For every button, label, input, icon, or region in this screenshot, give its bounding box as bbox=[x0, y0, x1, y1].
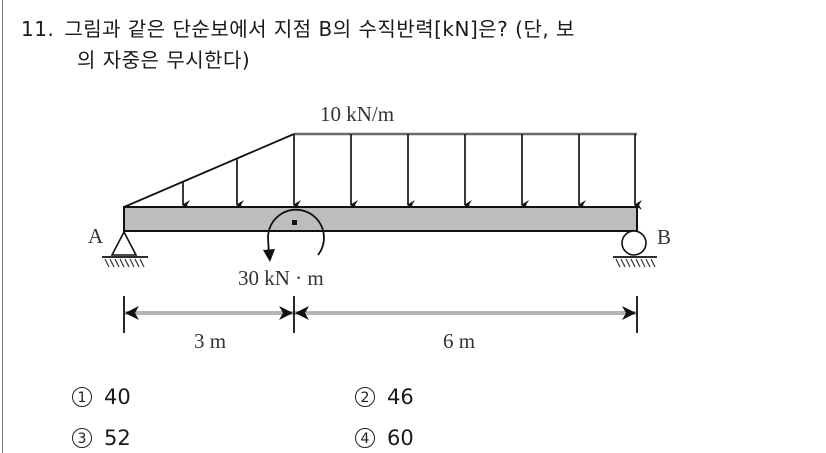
question-number: 11. bbox=[21, 17, 55, 41]
question-stem: 그림과 같은 단순보에서 지점 B의 수직반력[kN]은? (단, 보 bbox=[64, 17, 575, 41]
dimension-line: 3 m 6 m bbox=[123, 296, 638, 353]
choice-value-3: 52 bbox=[104, 426, 131, 450]
roller-support-b: B bbox=[613, 225, 671, 268]
page-left-border bbox=[2, 0, 3, 453]
choice-number-2: 2 bbox=[355, 387, 375, 407]
applied-moment: 30 kN · m bbox=[238, 208, 325, 290]
choice-4[interactable]: 4 60 bbox=[355, 426, 414, 450]
choice-number-1: 1 bbox=[72, 387, 92, 407]
question-text: 11. 그림과 같은 단순보에서 지점 B의 수직반력[kN]은? (단, 보 의… bbox=[21, 14, 575, 76]
pin-support-a: A bbox=[88, 224, 148, 268]
choice-2[interactable]: 2 46 bbox=[355, 385, 414, 409]
support-a-label: A bbox=[88, 224, 104, 248]
moment-label: 30 kN · m bbox=[238, 266, 324, 290]
dimension-left-label: 3 m bbox=[194, 329, 226, 353]
load-intensity-label: 10 kN/m bbox=[320, 102, 394, 126]
question-line-2: 의 자중은 무시한다) bbox=[77, 48, 251, 72]
dimension-right-label: 6 m bbox=[443, 329, 475, 353]
beam bbox=[123, 206, 638, 232]
choice-number-4: 4 bbox=[355, 428, 375, 448]
choice-value-2: 46 bbox=[387, 385, 414, 409]
moment-point bbox=[292, 220, 297, 225]
choice-value-1: 40 bbox=[104, 385, 131, 409]
choice-number-3: 3 bbox=[72, 428, 92, 448]
choice-value-4: 60 bbox=[387, 426, 414, 450]
question-line-1: 11. 그림과 같은 단순보에서 지점 B의 수직반력[kN]은? (단, 보 bbox=[21, 14, 575, 45]
triangular-load-edge bbox=[123, 133, 295, 208]
distributed-load: 10 kN/m bbox=[123, 102, 642, 210]
choice-1[interactable]: 1 40 bbox=[72, 385, 131, 409]
choice-3[interactable]: 3 52 bbox=[72, 426, 131, 450]
load-arrows bbox=[182, 134, 642, 210]
support-b-label: B bbox=[657, 225, 671, 249]
